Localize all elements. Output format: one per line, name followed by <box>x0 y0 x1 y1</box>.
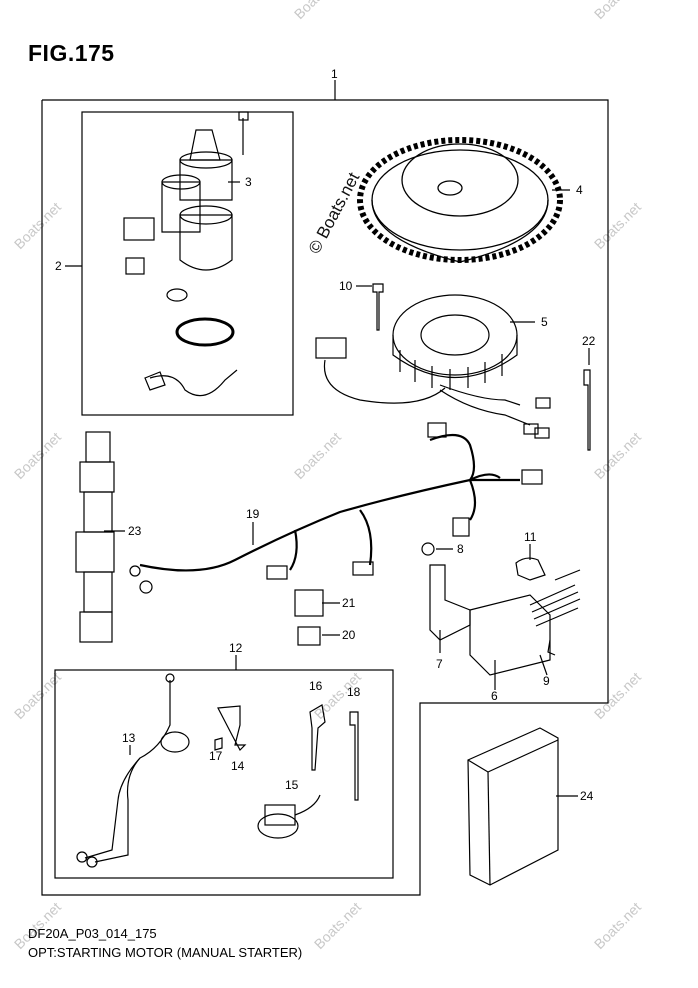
watermark: Boats.net <box>11 199 64 252</box>
callout-21: 21 <box>342 596 356 610</box>
bolt-10 <box>372 283 384 331</box>
callout-22: 22 <box>582 334 596 348</box>
assembly-frame <box>41 99 609 896</box>
callout-14: 14 <box>231 759 245 773</box>
callout-20: 20 <box>342 628 356 642</box>
callout-11: 11 <box>524 530 537 544</box>
flywheel <box>357 137 563 263</box>
bracket-7 <box>429 564 471 641</box>
stator-wire <box>323 359 446 404</box>
callout-1: 1 <box>331 67 338 81</box>
callout-19: 19 <box>246 507 260 521</box>
callout-9: 9 <box>543 674 550 688</box>
relay-21 <box>294 589 324 617</box>
callout-16: 16 <box>309 679 323 693</box>
rectifier-regulator <box>469 594 551 676</box>
callout-17: 17 <box>209 749 223 763</box>
cable-tie-22 <box>583 369 591 451</box>
relay-small <box>123 217 155 241</box>
callout-4: 4 <box>576 183 583 197</box>
watermark: Boats.net <box>591 899 644 952</box>
callout-10: 10 <box>339 279 353 293</box>
clamp-band <box>175 317 235 347</box>
watermarks: Boats.net Boats.net Boats.net Boats.net … <box>11 0 644 952</box>
watermark: Boats.net <box>591 669 644 722</box>
watermark: Boats.net <box>591 0 644 22</box>
watermark: Boats.net <box>291 0 344 22</box>
callout-5: 5 <box>541 315 548 329</box>
callout-8: 8 <box>457 542 464 556</box>
callout-7: 7 <box>436 657 443 671</box>
watermark: Boats.net <box>291 429 344 482</box>
ecu <box>467 727 559 886</box>
callout-18: 18 <box>347 685 361 699</box>
diagram-description: OPT:STARTING MOTOR (MANUAL STARTER) <box>28 945 303 960</box>
callout-23: 23 <box>128 524 142 538</box>
relay-20 <box>297 626 321 646</box>
clamp-11 <box>515 557 546 581</box>
starter-motor <box>161 111 249 271</box>
figure-title: FIG.175 <box>28 40 115 66</box>
callout-labels: 1 2 3 4 5 6 7 8 9 10 11 12 13 14 15 16 1… <box>55 67 596 803</box>
starter-motor-frame <box>81 111 294 416</box>
callout-24: 24 <box>580 789 594 803</box>
camshaft <box>75 431 115 643</box>
callout-12: 12 <box>229 641 243 655</box>
callout-3: 3 <box>245 175 252 189</box>
watermark: Boats.net <box>591 429 644 482</box>
callout-15: 15 <box>285 778 299 792</box>
diagram-code: DF20A_P03_014_175 <box>28 926 157 941</box>
watermark-main: © Boats.net <box>305 169 364 257</box>
watermark: Boats.net <box>591 199 644 252</box>
stator <box>392 294 518 390</box>
callout-2: 2 <box>55 259 62 273</box>
watermark: Boats.net <box>11 669 64 722</box>
nut <box>166 288 188 302</box>
bolt-8 <box>421 542 435 556</box>
bracket <box>149 369 238 397</box>
watermark: Boats.net <box>311 899 364 952</box>
relay-tiny <box>125 257 145 275</box>
wiring-kit-frame <box>54 669 394 879</box>
wiring-harness <box>139 433 520 572</box>
watermark: Boats.net <box>11 429 64 482</box>
callout-6: 6 <box>491 689 498 703</box>
wiring-kit-parts <box>76 673 359 868</box>
callout-13: 13 <box>122 731 136 745</box>
